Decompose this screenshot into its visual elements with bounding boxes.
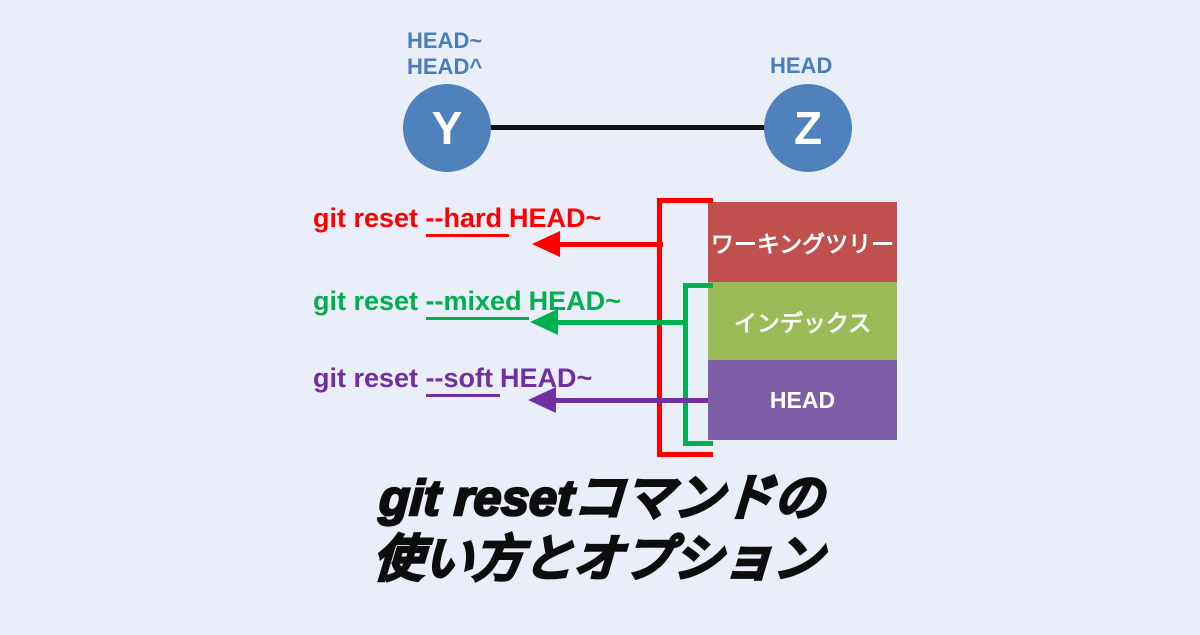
- mixed-scope-bracket: [683, 283, 713, 446]
- hard-arrow-head-icon: [532, 231, 560, 257]
- commit-node-z: Z: [764, 84, 852, 172]
- mixed-arrow-head-icon: [530, 309, 558, 335]
- node-y-ref-head-tilde: HEAD~: [407, 28, 483, 53]
- soft-arrow-line: [552, 398, 708, 403]
- page-title: git resetコマンドの 使い方とオプション: [0, 468, 1200, 590]
- command-option-hard: --hard: [425, 203, 510, 237]
- page-title-line1: git resetコマンドの: [377, 469, 827, 528]
- git-state-stack: ワーキングツリー インデックス HEAD: [708, 202, 897, 440]
- node-y-ref-head-caret: HEAD^: [407, 54, 483, 79]
- command-prefix: git reset: [313, 286, 426, 316]
- node-z-ref-head: HEAD: [770, 53, 833, 78]
- working-tree-box: ワーキングツリー: [708, 202, 897, 282]
- page-title-line2: 使い方とオプション: [371, 530, 826, 589]
- index-box: インデックス: [708, 282, 897, 360]
- mixed-arrow-line: [554, 320, 688, 325]
- node-y-ref-labels: HEAD~ HEAD^: [407, 28, 482, 80]
- hard-arrow-line: [556, 242, 663, 247]
- command-option-soft: --soft: [425, 363, 501, 397]
- hard-scope-bracket: [657, 198, 713, 457]
- command-prefix: git reset: [313, 363, 426, 393]
- commit-edge-line: [447, 125, 808, 130]
- command-option-mixed: --mixed: [425, 286, 529, 320]
- soft-arrow-head-icon: [528, 387, 556, 413]
- commit-node-y: Y: [403, 84, 491, 172]
- command-suffix: HEAD~: [509, 203, 602, 233]
- head-box: HEAD: [708, 360, 897, 440]
- command-prefix: git reset: [313, 203, 426, 233]
